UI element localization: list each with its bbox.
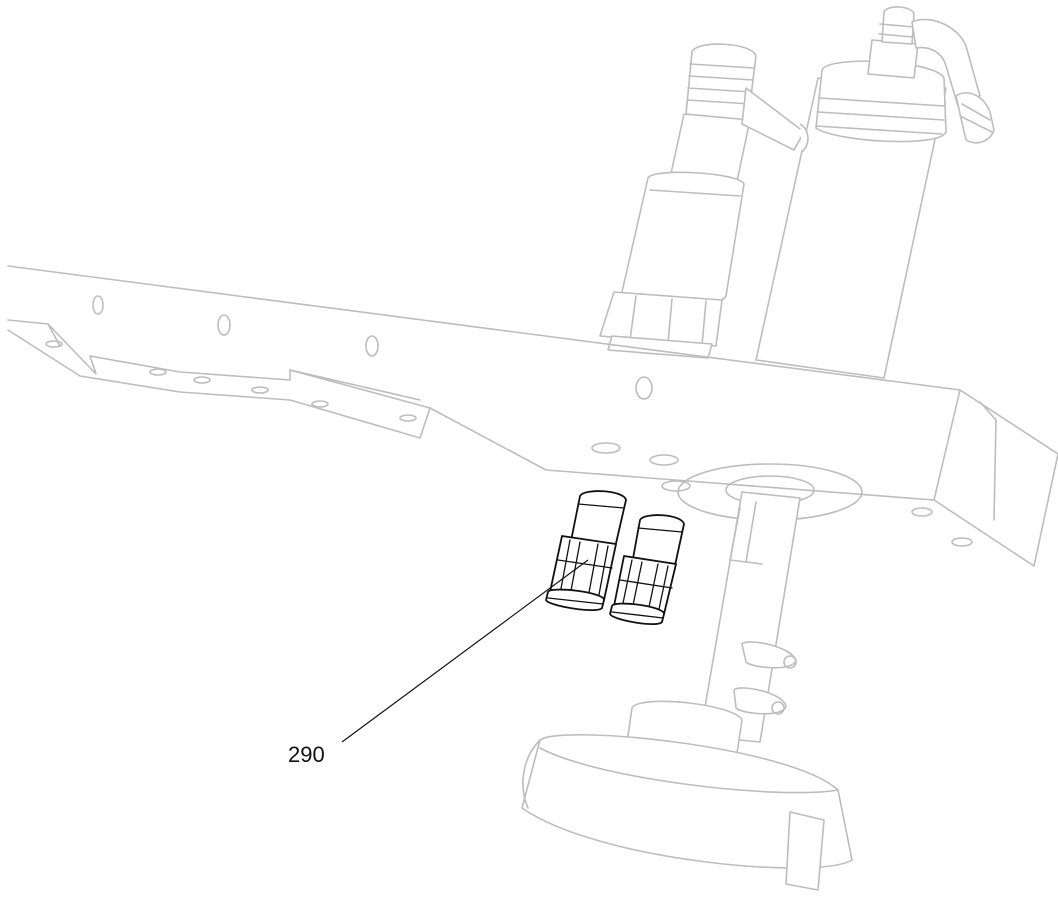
callout-290: 290 <box>288 559 589 767</box>
mounting-bar <box>7 265 1058 567</box>
large-cylinder <box>755 6 995 379</box>
fitting-pair-290 <box>545 490 685 626</box>
valve-body <box>599 43 809 359</box>
leader-line <box>341 559 589 743</box>
fitting-right <box>609 514 685 626</box>
lower-shaft <box>521 491 853 891</box>
callout-label: 290 <box>288 742 325 767</box>
fitting-left <box>545 490 627 612</box>
